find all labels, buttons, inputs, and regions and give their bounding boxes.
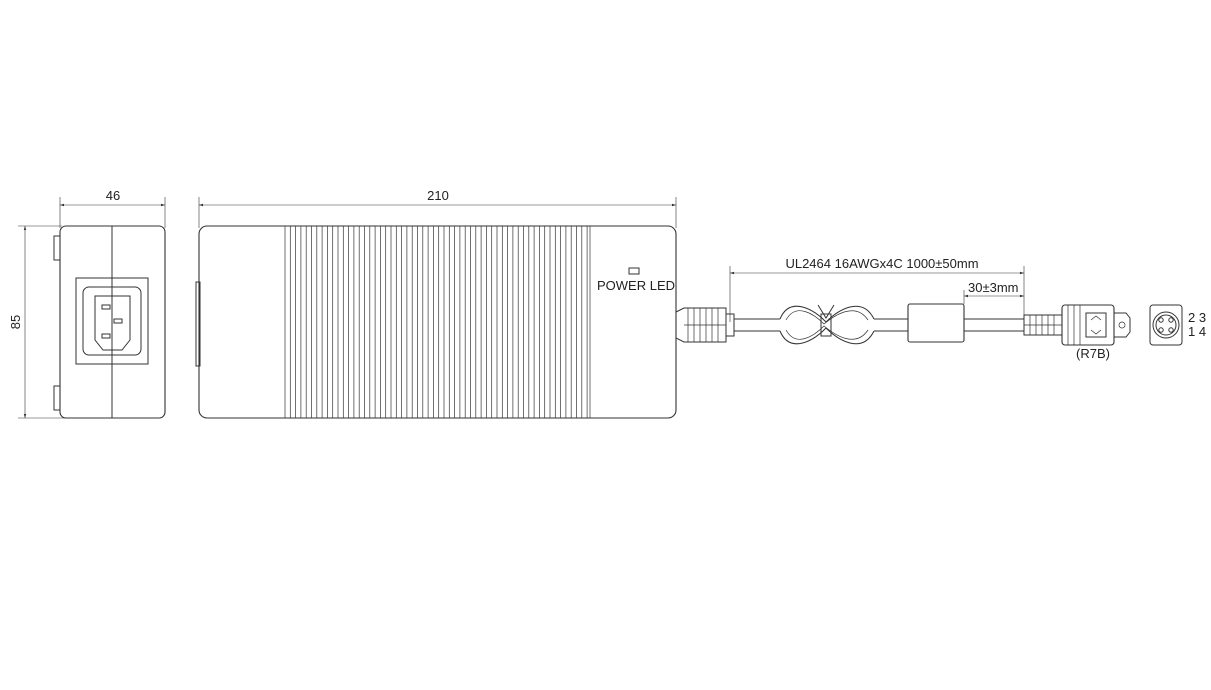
pin-3 <box>1168 317 1174 323</box>
pin-numbers-top: 2 3 <box>1188 310 1206 325</box>
pin-face-inner-ring <box>1155 314 1177 336</box>
side-height-label: 85 <box>8 315 23 329</box>
connector-tip <box>1113 312 1131 338</box>
ferrite-core <box>907 303 965 343</box>
body-side-tab <box>195 281 201 367</box>
connector-pin-face: 2 3 1 4 <box>1149 304 1206 346</box>
side-width-label: 46 <box>106 188 120 203</box>
adapter-body-outline <box>198 225 677 419</box>
ac-inlet-socket <box>94 295 131 351</box>
ferrite-offset-label: 30±3mm <box>968 280 1018 295</box>
connector-logo-plate <box>1085 312 1107 338</box>
pin-4 <box>1168 327 1174 333</box>
connector-code-label: (R7B) <box>1076 346 1110 361</box>
body-length-label: 210 <box>427 188 449 203</box>
side-foot <box>53 235 61 261</box>
ac-inlet-frame <box>75 277 149 365</box>
pin-face-housing <box>1149 304 1183 346</box>
pin-1 <box>1158 327 1164 333</box>
pin-face-outer-ring <box>1152 311 1180 339</box>
pin-numbers-bottom: 1 4 <box>1188 324 1206 339</box>
ac-inlet-bezel <box>82 286 142 356</box>
side-foot <box>53 385 61 411</box>
rib-lines <box>289 226 588 418</box>
cable-spec-label: UL2464 16AWGx4C 1000±50mm <box>785 256 978 271</box>
top-view-body: 210 POWER LED <box>195 188 735 419</box>
cable-tie-band <box>820 313 832 337</box>
inlet-pin <box>113 318 123 324</box>
pin-2 <box>1158 317 1164 323</box>
strain-relief <box>675 307 735 343</box>
power-led-label: POWER LED <box>597 278 675 293</box>
cable-tie <box>817 304 835 319</box>
ribbed-section <box>284 225 591 419</box>
dc-connector: (R7B) <box>1023 304 1131 361</box>
dc-cable: UL2464 16AWGx4C 1000±50mm 30±3mm <box>729 256 1025 345</box>
power-led-indicator <box>628 267 640 275</box>
inlet-pin <box>101 333 111 339</box>
side-view: 46 85 <box>8 188 166 419</box>
inlet-pin <box>101 304 111 310</box>
